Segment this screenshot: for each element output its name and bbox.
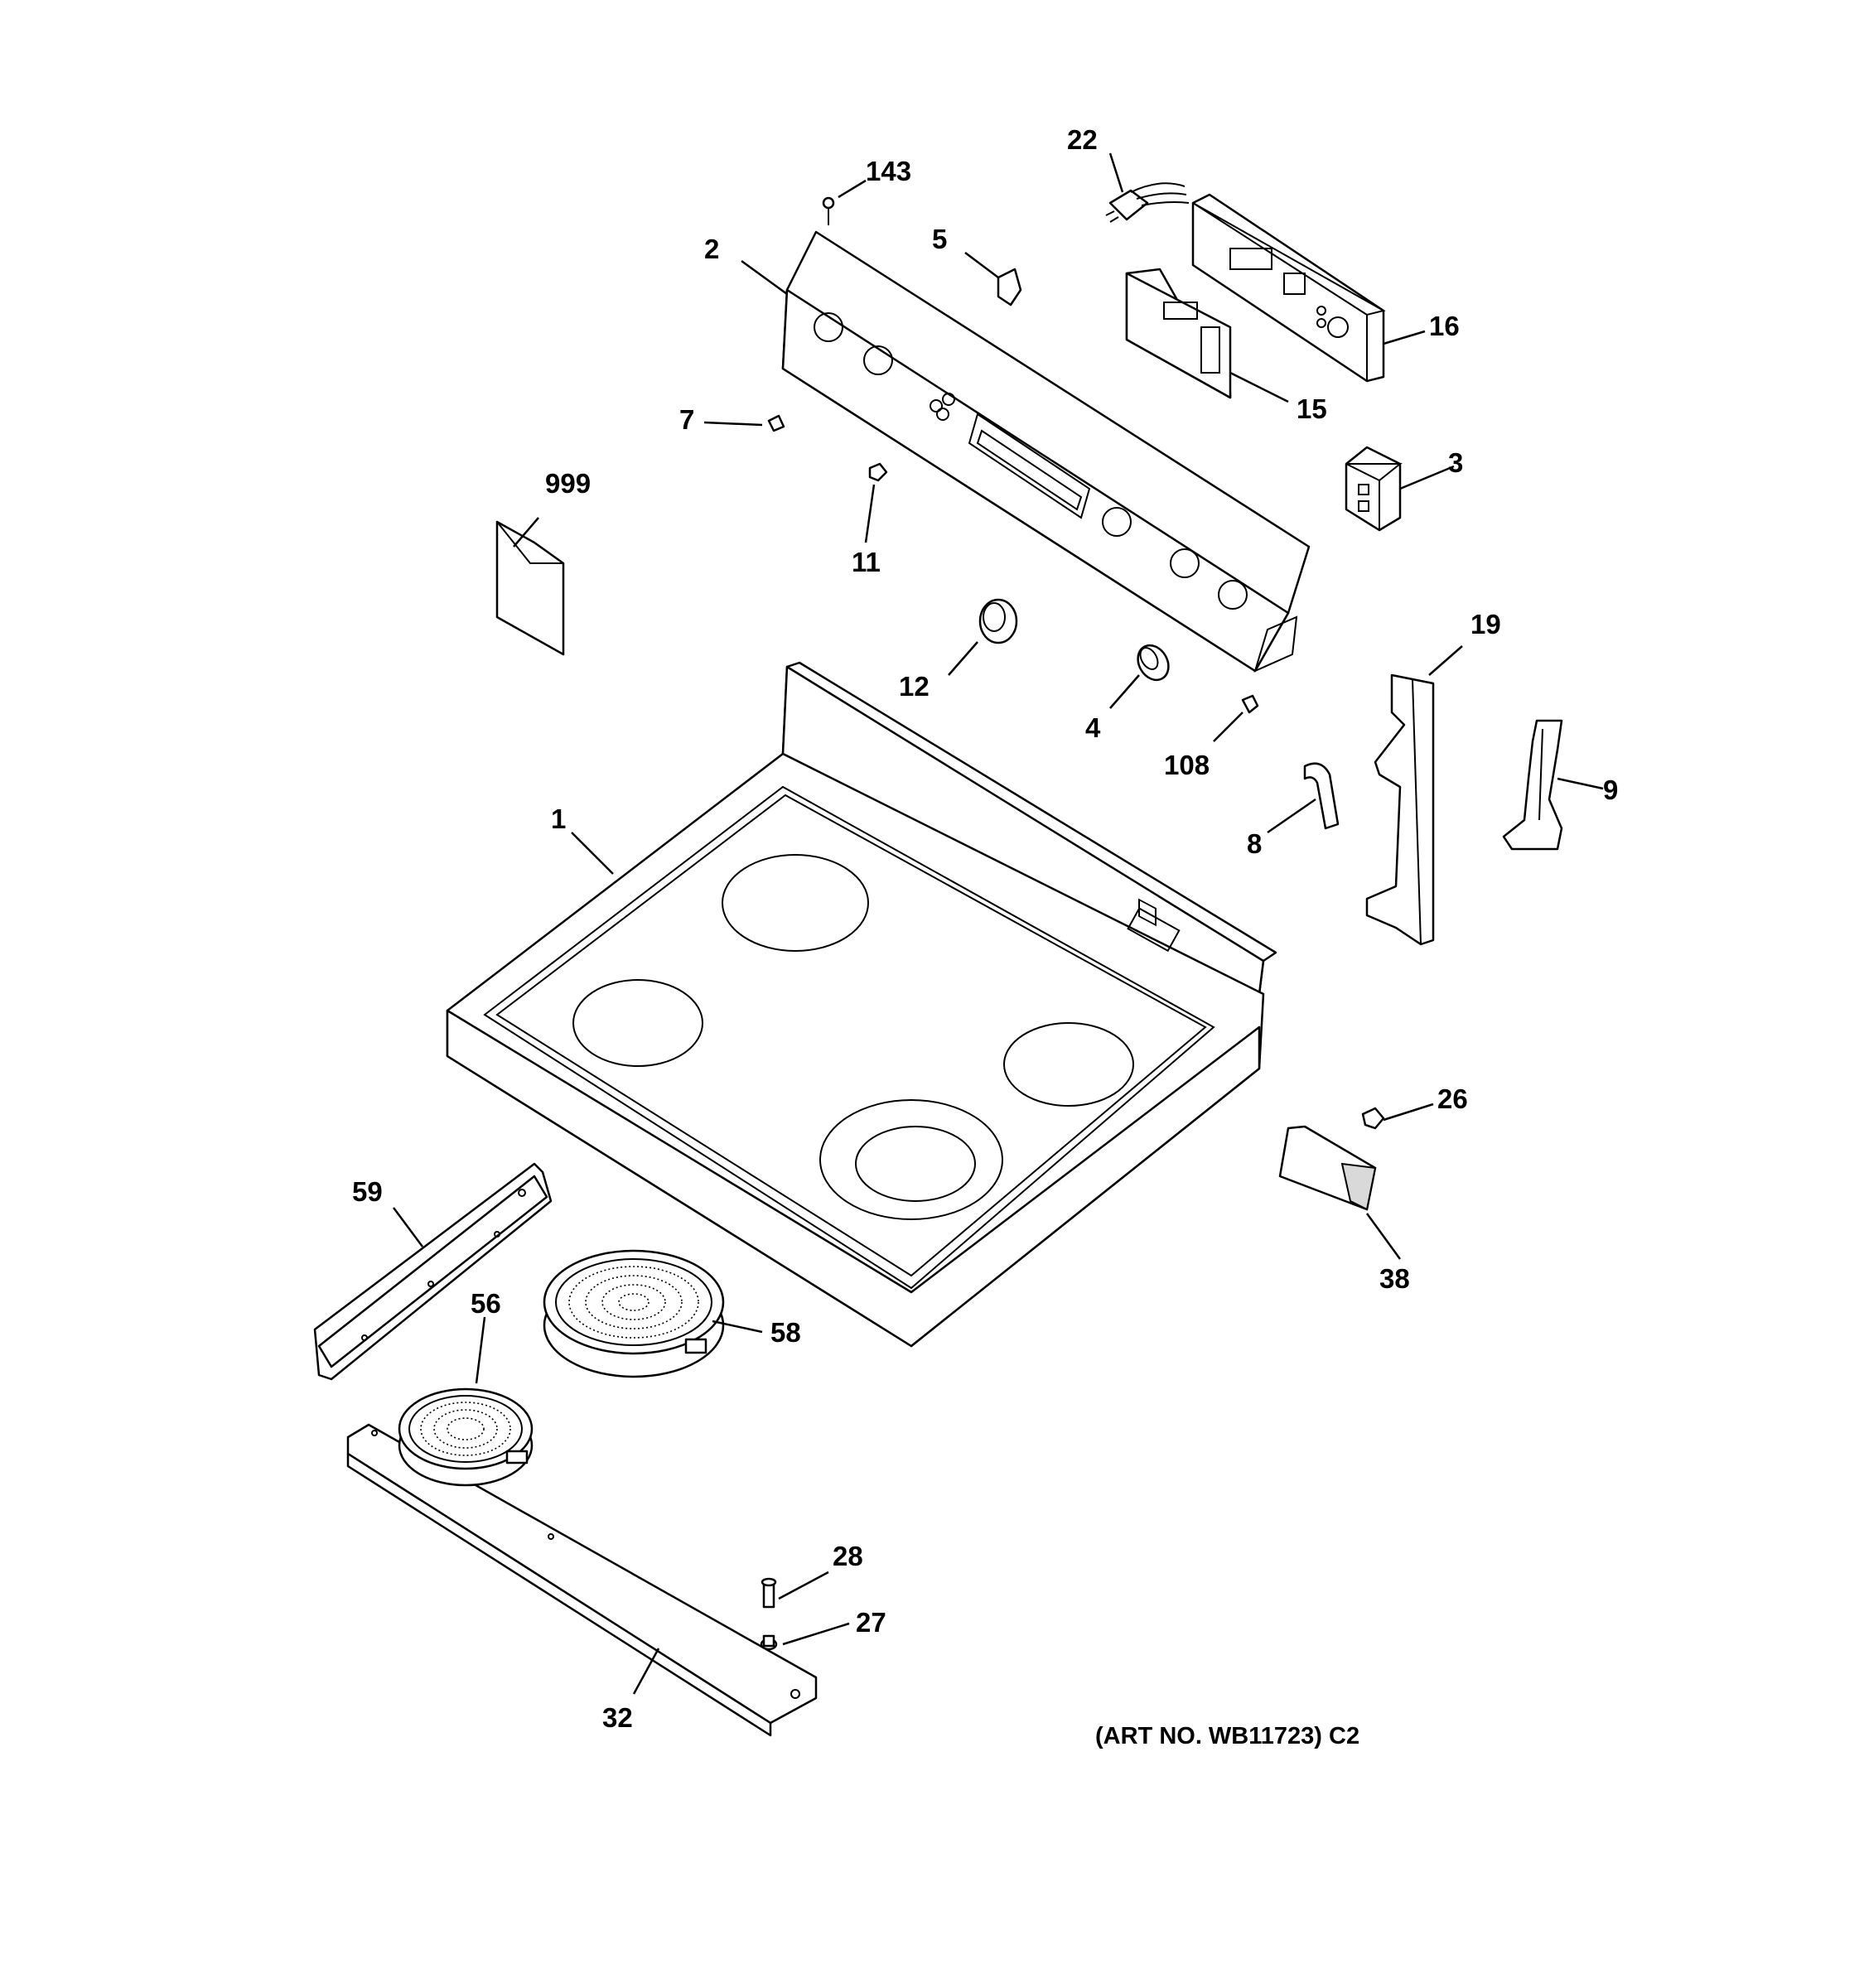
callout-12: 12 [899, 671, 930, 702]
callout-108: 108 [1164, 750, 1210, 780]
clip-part-5 [997, 268, 1022, 306]
callout-2: 2 [704, 234, 719, 264]
callout-labels: 1 2 3 4 5 7 8 9 11 12 15 16 19 22 26 27 … [352, 124, 1618, 1749]
switch-part-3 [1345, 446, 1403, 532]
knob-part-12 [978, 598, 1018, 644]
callout-7: 7 [679, 404, 694, 435]
callout-11: 11 [852, 547, 881, 577]
callout-59: 59 [352, 1176, 383, 1207]
callout-3: 3 [1448, 447, 1463, 478]
nut-part-27 [760, 1634, 778, 1651]
callout-27: 27 [856, 1607, 886, 1638]
callout-58: 58 [770, 1317, 801, 1348]
support-rail-part-59 [313, 1162, 553, 1381]
callout-38: 38 [1379, 1263, 1410, 1294]
callout-9: 9 [1603, 774, 1618, 805]
wire-harness-part-22 [1105, 182, 1190, 223]
surface-element-part-58 [543, 1249, 725, 1378]
surface-element-part-56 [398, 1387, 534, 1487]
side-trim-part-19 [1365, 673, 1435, 946]
callout-4: 4 [1085, 712, 1101, 743]
bracket-part-8 [1303, 762, 1340, 830]
callout-8: 8 [1247, 828, 1262, 859]
control-board-part-16 [1191, 193, 1386, 383]
screw-part-11 [868, 462, 888, 482]
literature-envelope-part-999 [495, 520, 565, 656]
bracket-part-38 [1278, 1125, 1377, 1211]
callout-1: 1 [551, 803, 566, 834]
callout-16: 16 [1429, 311, 1460, 341]
callout-28: 28 [833, 1541, 863, 1571]
callout-32: 32 [602, 1702, 633, 1733]
callout-26: 26 [1437, 1083, 1468, 1114]
cooktop-main-top [446, 661, 1277, 1348]
knob-part-4 [1137, 644, 1170, 682]
callout-143: 143 [866, 156, 911, 186]
control-panel-backsplash [781, 230, 1311, 673]
art-number: (ART NO. WB11723) C2 [1095, 1723, 1359, 1749]
control-overlay-part-15 [1125, 268, 1232, 927]
callout-22: 22 [1067, 124, 1098, 155]
clip-part-26 [1361, 1107, 1385, 1130]
handle-part-9 [1502, 719, 1563, 851]
callout-56: 56 [471, 1288, 501, 1319]
screw-part-143 [822, 196, 835, 225]
callout-19: 19 [1470, 609, 1501, 639]
callout-999: 999 [545, 468, 591, 499]
callout-5: 5 [932, 224, 947, 254]
screw-part-7 [767, 414, 785, 432]
stud-part-28 [761, 1577, 777, 1609]
callout-15: 15 [1297, 393, 1327, 424]
screw-part-108 [1241, 694, 1259, 714]
leader-lines [392, 152, 1604, 1695]
bracket-part-32 [346, 1423, 818, 1737]
